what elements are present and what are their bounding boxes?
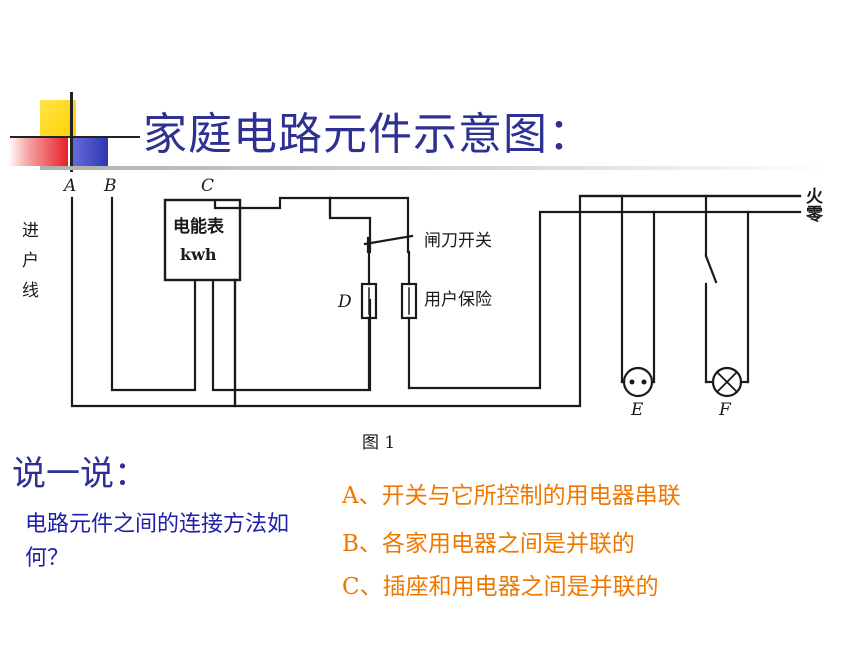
label-meter-unit: kwh bbox=[180, 245, 217, 264]
discussion-heading: 说一说： bbox=[12, 454, 148, 494]
label-meter-name: 电能表 bbox=[173, 216, 225, 237]
deco-vertical-line bbox=[70, 92, 73, 172]
label-b: B bbox=[103, 176, 117, 196]
answer-a: A、开关与它所控制的用电器串联 bbox=[342, 483, 681, 509]
figure-caption: 图 1 bbox=[362, 433, 395, 453]
discussion-question: 电路元件之间的连接方法如何？ bbox=[25, 512, 290, 571]
label-live: 火 bbox=[806, 187, 824, 207]
deco-horizontal-line bbox=[10, 136, 140, 138]
label-c: C bbox=[201, 176, 214, 196]
deco-blue-square bbox=[70, 138, 108, 166]
wire-b bbox=[110, 196, 197, 392]
title-divider bbox=[40, 166, 830, 170]
answer-c: C、插座和用电器之间是并联的 bbox=[342, 574, 659, 600]
answer-b: B、各家用电器之间是并联的 bbox=[342, 531, 635, 557]
label-user-fuse: 用户保险 bbox=[424, 290, 492, 310]
label-e: E bbox=[630, 400, 644, 420]
label-f: F bbox=[718, 400, 732, 420]
label-d: D bbox=[337, 292, 352, 312]
circuit-diagram: A B C 进 户 线 电能表 kwh 闸刀开关 用户保险 D 火 零 E F … bbox=[22, 176, 824, 453]
label-incoming-3: 线 bbox=[22, 281, 39, 301]
label-a: A bbox=[62, 176, 76, 196]
label-incoming-2: 户 bbox=[22, 251, 39, 271]
meter-box bbox=[163, 198, 242, 282]
knife-switch-blade bbox=[363, 234, 414, 246]
deco-red-square bbox=[8, 136, 68, 166]
wire-neutral bbox=[407, 210, 802, 390]
socket-e bbox=[622, 366, 654, 398]
lamp-switch bbox=[704, 254, 718, 284]
page-title: 家庭电路元件示意图： bbox=[143, 109, 593, 160]
label-knife-switch: 闸刀开关 bbox=[424, 231, 492, 251]
wire-meter-top bbox=[213, 196, 410, 242]
label-incoming-1: 进 bbox=[22, 221, 39, 241]
label-neutral: 零 bbox=[805, 205, 824, 225]
